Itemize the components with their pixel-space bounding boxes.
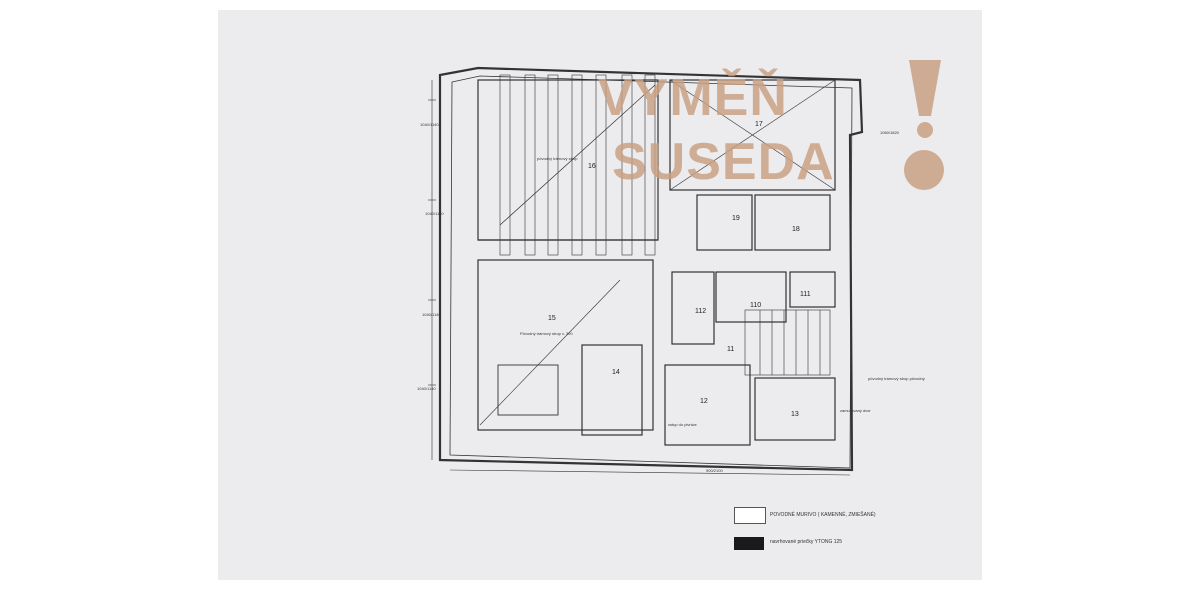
room-label-16: 16 [588, 163, 596, 170]
annotation-stair: vstup do pivnice [668, 422, 697, 427]
room-label-111: 111 [800, 291, 811, 298]
annotation-room16: pôvodný trámový strop [537, 156, 578, 161]
watermark-line2: SUSEDA [612, 133, 835, 191]
dimension-line [428, 80, 436, 460]
plan-sheet [218, 10, 982, 580]
window-code-5: 1060/1820 [880, 130, 900, 135]
annotation-entry: zamurovaný dvor [840, 408, 871, 413]
ceiling-beams [499, 74, 656, 256]
watermark-line1: VYMĚŇ [598, 69, 788, 127]
room-12-outline [664, 364, 751, 446]
window-code-3: 1040/1140 [422, 312, 441, 317]
room-19-outline [696, 194, 753, 251]
room-label-15: 15 [548, 315, 556, 322]
room-15-outline [477, 259, 654, 431]
annotation-hall: pôvodný trámový strop pôvodný [868, 376, 925, 381]
room-label-110: 110 [750, 302, 761, 309]
window-code-4: 1040/1140 [417, 386, 436, 391]
window-code-6: 900/2100 [706, 468, 723, 473]
window-code-2: 1040/1140 [425, 211, 444, 216]
annotation-room15: Pôvodný trámový strop v. 300 [520, 331, 573, 336]
room-label-18: 18 [792, 226, 800, 233]
room-label-112: 112 [695, 308, 706, 315]
room-label-14: 14 [612, 369, 620, 376]
room-112-outline [671, 271, 715, 345]
outer-wall [438, 66, 864, 472]
window-code-1: 1040/1140 [420, 122, 439, 127]
room-label-17: 17 [755, 121, 763, 128]
room-13-outline [754, 377, 836, 441]
room-label-13: 13 [791, 411, 799, 418]
brand-badge-icon [904, 150, 944, 190]
room-110-outline [715, 271, 787, 323]
exclamation-icon [909, 60, 941, 138]
room-18-outline [754, 194, 831, 251]
bed [497, 364, 559, 416]
staircase [744, 309, 831, 376]
room-111-outline [789, 271, 836, 308]
room-14-outline [581, 344, 643, 436]
room-label-19: 19 [732, 215, 740, 222]
room-17-outline [669, 79, 836, 191]
legend-swatch-proposed-partitions [734, 537, 764, 550]
room-label-11: 11 [727, 346, 734, 353]
legend-label-original-masonry: POVODNÉ MURIVO ( KAMENNÉ, ZMIEŠANÉ) [770, 512, 876, 518]
inner-outline [449, 75, 853, 469]
room-label-12: 12 [700, 398, 708, 405]
legend-label-proposed-partitions: navrhované priečky YTONG 125 [770, 539, 843, 545]
legend-swatch-original-masonry [734, 507, 766, 524]
